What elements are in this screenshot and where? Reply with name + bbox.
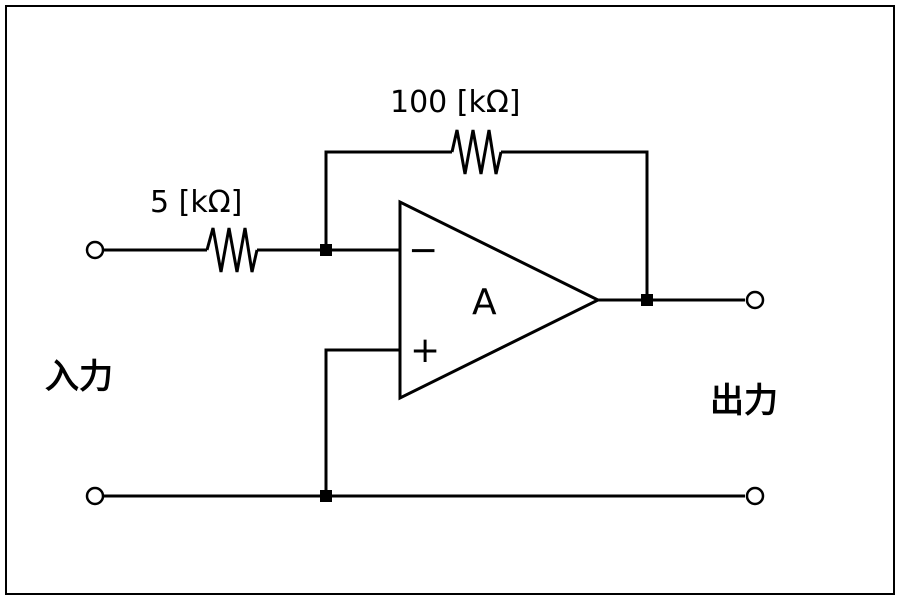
input-terminal-top <box>85 240 105 260</box>
feedback-wire-left <box>324 150 452 250</box>
junction-node-output <box>641 294 653 306</box>
junction-node-ground <box>320 490 332 502</box>
input-resistor-label: 5 [kΩ] <box>150 185 242 220</box>
output-terminal-bottom <box>745 486 765 506</box>
output-terminal-top <box>745 290 765 310</box>
input-terminal-bottom <box>85 486 105 506</box>
opamp-triangle <box>398 199 602 401</box>
plus-sign: + <box>410 330 440 371</box>
plus-input-wire <box>324 348 400 496</box>
junction-node-minus <box>320 244 332 256</box>
feedback-resistor <box>450 129 503 175</box>
input-label: 入力 <box>45 357 113 397</box>
minus-sign: − <box>408 230 438 271</box>
feedback-resistor-label: 100 [kΩ] <box>390 85 521 120</box>
input-resistor <box>205 227 259 273</box>
feedback-wire-right <box>501 150 649 300</box>
amplifier-label: A <box>472 282 497 323</box>
output-label: 出力 <box>710 381 778 421</box>
